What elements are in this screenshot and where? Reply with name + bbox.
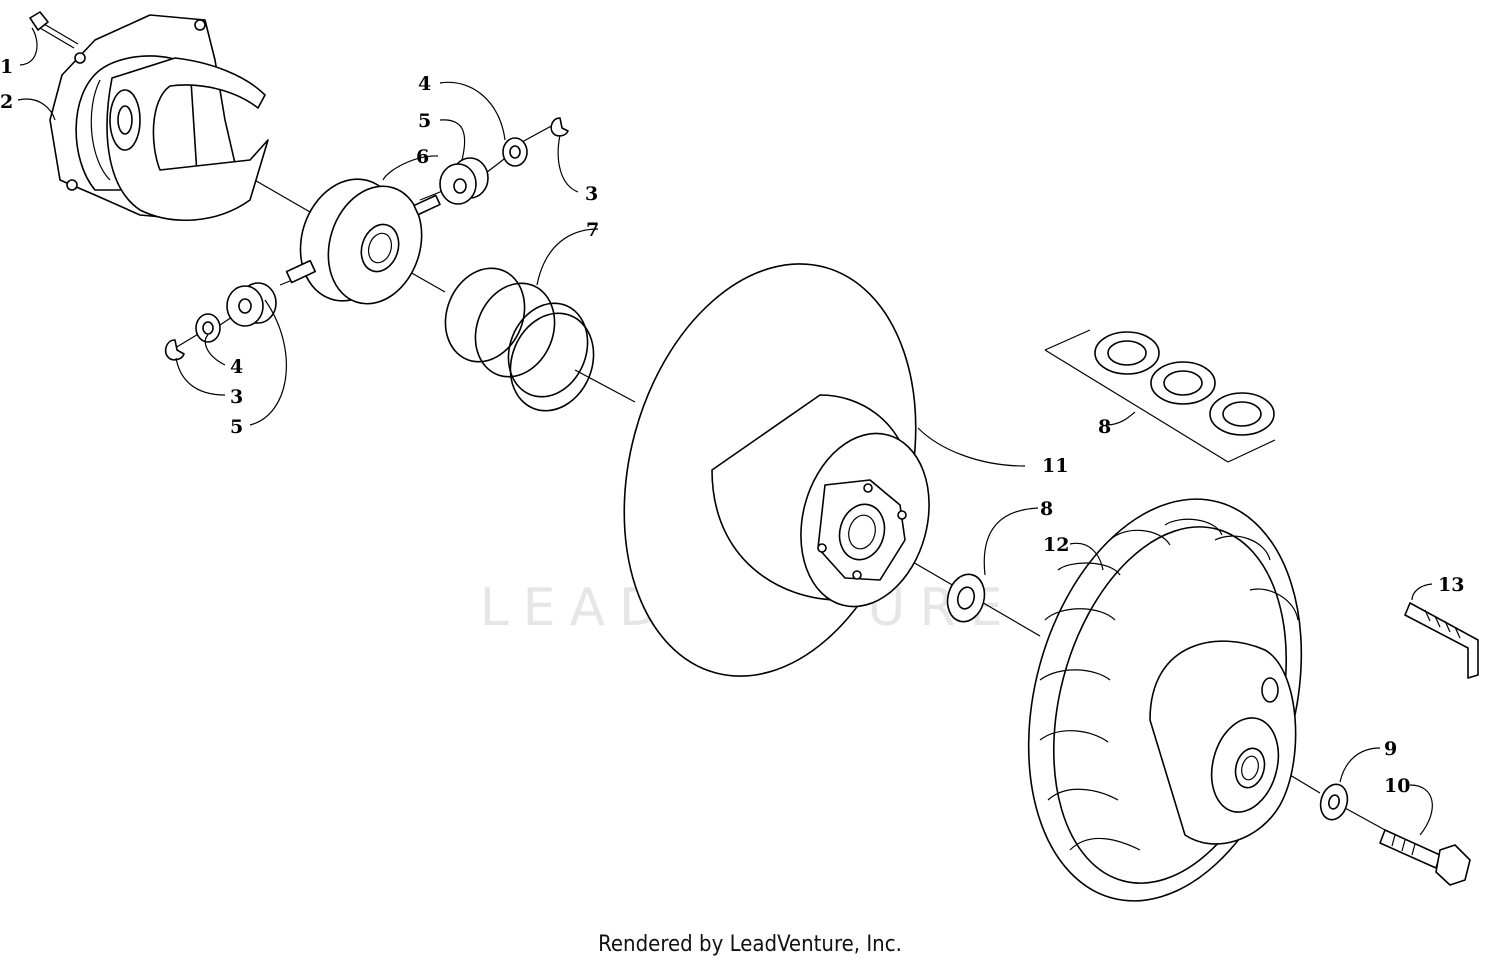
- callout-13: 13: [1438, 574, 1464, 596]
- e-clip-lower: [164, 339, 185, 361]
- callout-numbers: 1 2 3 3 4 4 5 5 6 7 8 8 9 10 11 12 13: [0, 56, 1464, 797]
- washer-lower: [195, 313, 221, 343]
- e-clip-upper: [550, 117, 569, 137]
- housing-cover: [49, 14, 269, 222]
- callout-4: 4: [230, 356, 243, 378]
- bolt-washer: [1319, 783, 1349, 821]
- roller-hub: [285, 178, 441, 305]
- footer-credit: Rendered by LeadVenture, Inc.: [598, 932, 902, 957]
- callout-9: 9: [1384, 738, 1397, 760]
- leader-lines: [17, 27, 1433, 836]
- washer-upper: [502, 137, 528, 167]
- fixed-sheave-fan: [1027, 498, 1303, 902]
- roller-lower: [226, 282, 277, 327]
- roller-upper: [439, 157, 489, 205]
- callout-3: 3: [585, 183, 598, 205]
- callout-12: 12: [1043, 534, 1069, 556]
- screw: [29, 11, 79, 49]
- callout-2: 2: [0, 91, 13, 113]
- callout-7: 7: [586, 219, 599, 241]
- callout-8: 8: [1040, 498, 1053, 520]
- callout-3: 3: [230, 386, 243, 408]
- spring: [444, 267, 595, 412]
- movable-sheave: [623, 263, 930, 677]
- callout-4: 4: [418, 73, 431, 95]
- hex-bolt: [1379, 829, 1471, 886]
- spacer-washer: [946, 573, 986, 623]
- callout-10: 10: [1384, 775, 1410, 797]
- callout-1: 1: [0, 56, 13, 78]
- callout-6: 6: [416, 146, 429, 168]
- callout-5: 5: [230, 416, 243, 438]
- callout-5: 5: [418, 110, 431, 132]
- hex-key: [1404, 602, 1479, 679]
- callout-11: 11: [1042, 455, 1068, 477]
- shim-washer-set: [1044, 329, 1276, 463]
- callout-8: 8: [1098, 416, 1111, 438]
